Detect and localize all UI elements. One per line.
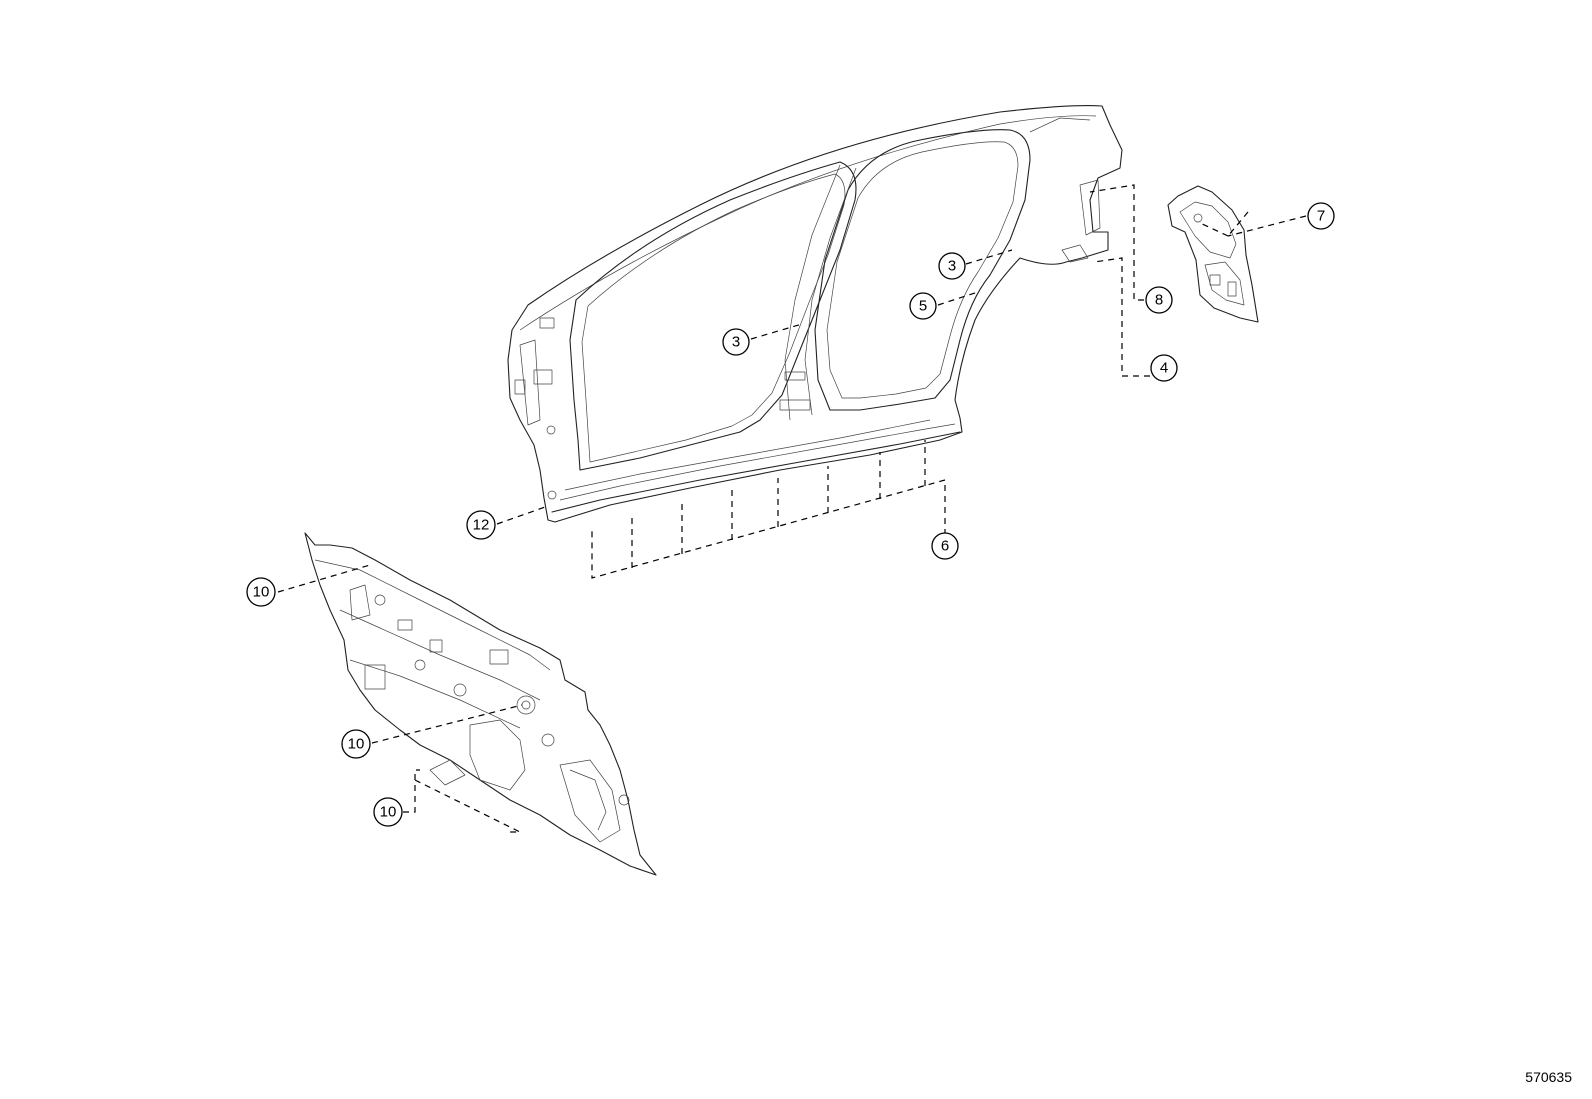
callout-label: 7: [1317, 208, 1325, 225]
callout-10-middle: 10: [341, 729, 371, 759]
callout-3-front: 3: [722, 328, 750, 356]
callout-label: 10: [253, 584, 270, 601]
callout-7: 7: [1307, 202, 1335, 230]
quarter-bracket: [1167, 185, 1259, 323]
callout-8: 8: [1145, 286, 1173, 314]
callout-label: 3: [732, 334, 740, 351]
callout-label: 10: [380, 804, 397, 821]
leader-lines: [277, 184, 1307, 833]
callout-label: 6: [941, 538, 949, 555]
callout-12: 12: [466, 510, 496, 540]
callout-10-top: 10: [246, 577, 276, 607]
callout-label: 3: [948, 258, 956, 275]
callout-label: 4: [1160, 360, 1168, 377]
callout-3-rear: 3: [938, 252, 966, 280]
callout-label: 8: [1155, 292, 1163, 309]
callout-label: 10: [348, 736, 365, 753]
callout-label: 12: [473, 517, 490, 534]
callout-label: 5: [919, 298, 927, 315]
callout-6: 6: [931, 532, 959, 560]
callout-10-bottom: 10: [373, 797, 403, 827]
dash-panel: [304, 532, 657, 876]
side-body-panel: [507, 105, 1123, 523]
callout-5: 5: [909, 292, 937, 320]
catalog-number: 570635: [1525, 1069, 1572, 1085]
callout-4: 4: [1150, 354, 1178, 382]
